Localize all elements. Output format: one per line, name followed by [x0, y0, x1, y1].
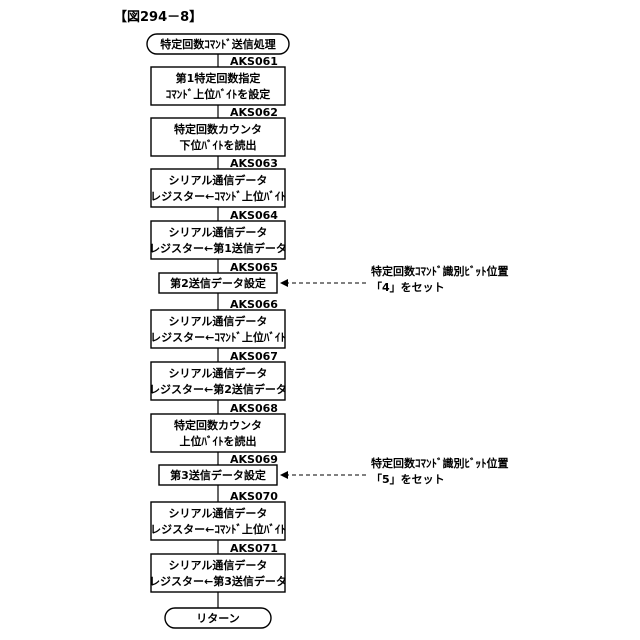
process-box-line: シリアル通信データ: [169, 558, 268, 572]
process-box-line: レジスター←第2送信データ: [149, 382, 287, 396]
process-box-line: レジスター←ｺﾏﾝﾄﾞ上位ﾊﾞｲﾄ: [150, 330, 286, 344]
process-box-line: ｺﾏﾝﾄﾞ上位ﾊﾞｲﾄを設定: [166, 87, 271, 101]
step-code-aks061: AKS061: [230, 55, 278, 68]
process-box-line: レジスター←第1送信データ: [149, 241, 287, 255]
process-box-line: シリアル通信データ: [169, 314, 268, 328]
step-code-aks067: AKS067: [230, 350, 278, 363]
process-box-line: 第1特定回数指定: [176, 71, 261, 85]
process-box-line: 第3送信データ設定: [170, 468, 266, 482]
process-box-line: レジスター←ｺﾏﾝﾄﾞ上位ﾊﾞｲﾄ: [150, 522, 286, 536]
process-box-line: シリアル通信データ: [169, 173, 268, 187]
step-code-aks071: AKS071: [230, 542, 278, 555]
process-box-line: シリアル通信データ: [169, 225, 268, 239]
process-box-line: レジスター←第3送信データ: [149, 574, 287, 588]
step-code-aks062: AKS062: [230, 106, 278, 119]
process-box-line: 下位ﾊﾞｲﾄを読出: [180, 138, 257, 152]
start-terminal-label: 特定回数ｺﾏﾝﾄﾞ送信処理: [160, 37, 276, 51]
step-code-aks065: AKS065: [230, 261, 278, 274]
process-box-line: 特定回数カウンタ: [174, 122, 262, 136]
process-box-line: シリアル通信データ: [169, 366, 268, 380]
process-box-line: レジスター←ｺﾏﾝﾄﾞ上位ﾊﾞｲﾄ: [150, 189, 286, 203]
step-code-aks064: AKS064: [230, 209, 278, 222]
process-box-line: 第2送信データ設定: [170, 276, 266, 290]
step-code-aks063: AKS063: [230, 157, 278, 170]
end-terminal-label: リターン: [196, 612, 239, 625]
step-code-aks070: AKS070: [230, 490, 278, 503]
process-box-line: 特定回数カウンタ: [174, 418, 262, 432]
step-code-aks069: AKS069: [230, 453, 278, 466]
note-arrow-head: [280, 279, 288, 287]
process-box-line: 上位ﾊﾞｲﾄを読出: [180, 434, 257, 448]
note-text-line: 特定回数ｺﾏﾝﾄﾞ識別ﾋﾞｯﾄ位置: [371, 456, 509, 470]
note-arrow-head: [280, 471, 288, 479]
note-text-line: 特定回数ｺﾏﾝﾄﾞ識別ﾋﾞｯﾄ位置: [371, 264, 509, 278]
step-code-aks068: AKS068: [230, 402, 278, 415]
note-text-line: 「5」をセット: [371, 472, 445, 486]
note-text-line: 「4」をセット: [371, 280, 445, 294]
process-box-line: シリアル通信データ: [169, 506, 268, 520]
step-code-aks066: AKS066: [230, 298, 278, 311]
